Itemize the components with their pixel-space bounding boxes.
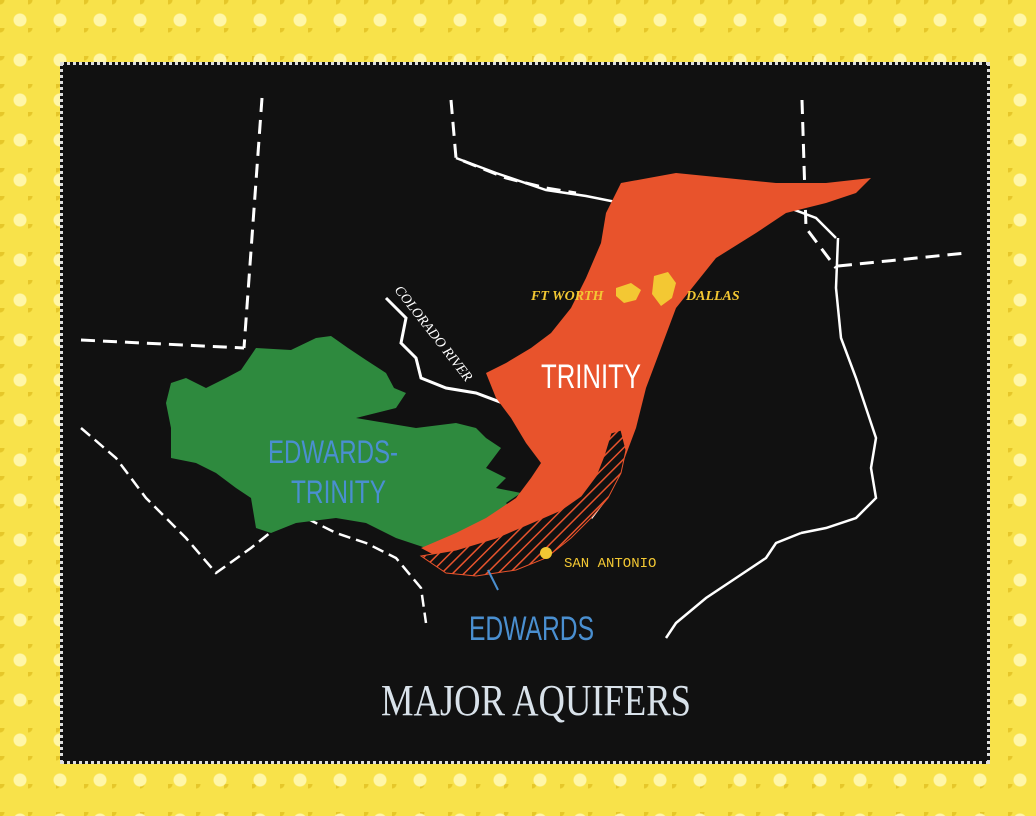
- san-antonio-marker: [540, 547, 552, 559]
- edwards-trinity-label-line1: EDWARDS-: [268, 434, 398, 470]
- dallas-label: DALLAS: [685, 289, 740, 304]
- ft-worth-label: FT WORTH: [530, 289, 605, 304]
- ft-worth-marker: [616, 283, 641, 303]
- gulf-coast: [664, 531, 802, 639]
- state-borders: [80, 97, 967, 350]
- panhandle-west-border: [242, 97, 264, 349]
- arkansas-border: [837, 251, 967, 268]
- edwards-leader-line: [487, 569, 499, 591]
- dallas-marker: [652, 272, 676, 306]
- aquifer-map: FT WORTH DALLAS SAN ANTONIO COLORADO RIV…: [80, 97, 967, 725]
- new-mexico-south-border: [80, 338, 245, 350]
- trinity-aquifer: [421, 173, 871, 556]
- edwards-aquifer: [419, 429, 627, 577]
- edwards-trinity-label-line2: TRINITY: [291, 474, 386, 510]
- san-antonio-label: SAN ANTONIO: [564, 556, 656, 572]
- oklahoma-east-border: [800, 99, 838, 269]
- edwards-label: EDWARDS: [469, 610, 594, 648]
- dfw-metro: [616, 272, 676, 306]
- map-title: MAJOR AQUIFERS: [381, 676, 691, 725]
- edwards-trinity-aquifer: [166, 336, 521, 553]
- panhandle-north-border: [449, 99, 577, 195]
- trinity-label: TRINITY: [541, 358, 641, 396]
- east-texas-border: [800, 237, 878, 535]
